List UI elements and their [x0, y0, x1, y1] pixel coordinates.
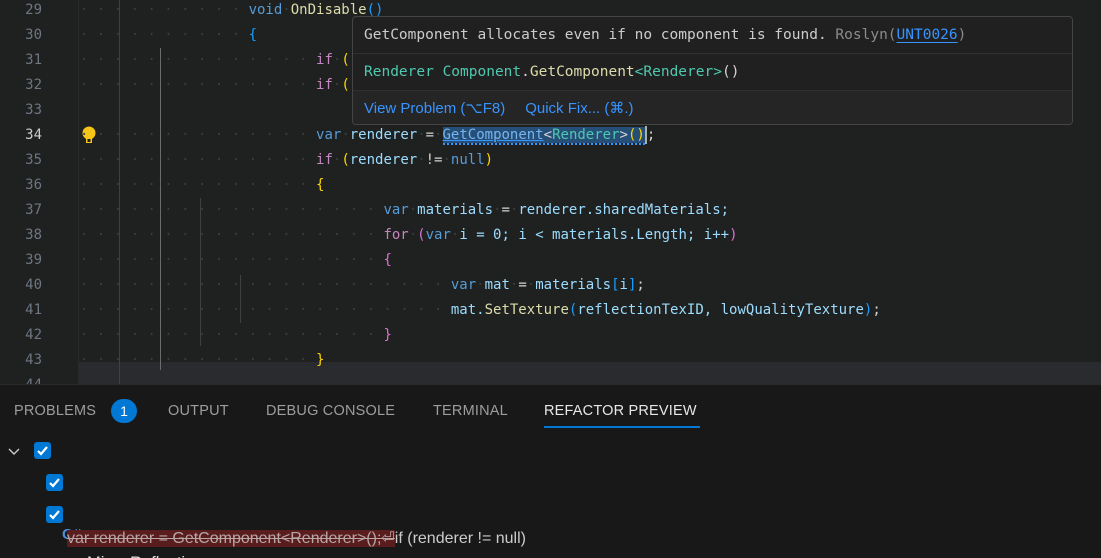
- line-number: 42: [25, 327, 42, 343]
- line-number: 37: [25, 202, 42, 218]
- code-line-36: · · · · · · · · · · · · · · {: [80, 177, 325, 193]
- hover-signature-row: Renderer Component.GetComponent<Renderer…: [353, 54, 1072, 91]
- signature-dot: .: [521, 64, 530, 80]
- tab-terminal[interactable]: TERMINAL: [433, 403, 508, 419]
- code-line-40: · · · · · · · · · · · · · · · · · · · · …: [80, 277, 645, 293]
- line-number: 38: [25, 227, 42, 243]
- refactor-edit-row[interactable]: if (renderer != nullTryGetComponent<Rend…: [0, 501, 1101, 529]
- code-line-29: · · · · · · · · · · void·OnDisable(): [80, 2, 384, 18]
- line-number: 35: [25, 152, 42, 168]
- diagnostic-message: GetComponent allocates even if no compon…: [364, 27, 827, 43]
- indent-guide: [119, 0, 120, 384]
- indent-guide: [240, 275, 241, 323]
- unchanged-text: if (renderer != null): [394, 530, 526, 547]
- line-number: 30: [25, 27, 42, 43]
- signature-class: Component: [442, 64, 522, 80]
- line-number: 32: [25, 77, 42, 93]
- chevron-down-icon[interactable]: [6, 437, 22, 465]
- tab-refactor-preview[interactable]: REFACTOR PREVIEW: [544, 385, 700, 429]
- diagnostic-hover-popup: GetComponent allocates even if no compon…: [352, 16, 1073, 125]
- tab-debug-console[interactable]: DEBUG CONSOLE: [266, 403, 396, 419]
- refactor-file-row[interactable]: C# MirrorReflection.cs Assets/3DGamekit/…: [0, 437, 1101, 558]
- code-line-34: · · · · · · · · · · · · · · var·renderer…: [80, 126, 656, 145]
- diagnostic-squiggle[interactable]: GetComponent<Renderer>(): [442, 127, 645, 145]
- indent-guide-active: [160, 48, 161, 370]
- line-number-active: 34: [25, 127, 42, 143]
- edit-checkbox[interactable]: [46, 506, 63, 523]
- signature-return-type: Renderer: [364, 64, 434, 80]
- line-number: 43: [25, 352, 42, 368]
- tab-problems[interactable]: PROBLEMS: [14, 403, 97, 419]
- indent-guide: [200, 198, 201, 346]
- bottom-panel: PROBLEMS 1 OUTPUT DEBUG CONSOLE TERMINAL…: [0, 384, 1101, 558]
- code-line-41: · · · · · · · · · · · · · · · · · · · · …: [80, 302, 881, 318]
- code-line-30: · · · · · · · · · · {: [80, 27, 258, 43]
- file-name: MirrorReflection.cs: [87, 549, 225, 558]
- current-line-highlight: [79, 362, 1101, 384]
- deleted-text: var renderer = GetComponent<Renderer>();…: [67, 530, 395, 547]
- code-editor[interactable]: 29 30 31 32 33 34 35 36 37 38 39 40 41 4…: [0, 0, 1101, 384]
- line-number: 39: [25, 252, 42, 268]
- code-line-42: · · · · · · · · · · · · · · · · · · }: [80, 327, 392, 343]
- line-number-gutter: 29 30 31 32 33 34 35 36 37 38 39 40 41 4…: [0, 0, 79, 384]
- signature-method: GetComponent: [529, 64, 635, 80]
- tab-output[interactable]: OUTPUT: [168, 403, 229, 419]
- line-number: 36: [25, 177, 42, 193]
- view-problem-link[interactable]: View Problem (⌥F8): [364, 100, 506, 117]
- text-cursor: [644, 126, 647, 144]
- panel-tabs: PROBLEMS 1 OUTPUT DEBUG CONSOLE TERMINAL…: [0, 385, 1101, 429]
- diagnostic-code-link[interactable]: UNT0026: [896, 27, 958, 43]
- hover-message-row: GetComponent allocates even if no compon…: [353, 17, 1072, 54]
- quick-fix-link[interactable]: Quick Fix... (⌘.): [525, 100, 634, 117]
- line-number: 44: [0, 373, 42, 384]
- line-number: 29: [25, 2, 42, 18]
- code-line-35: · · · · · · · · · · · · · · if·(renderer…: [80, 152, 494, 168]
- hover-actions-row: View Problem (⌥F8) Quick Fix... (⌘.): [353, 91, 1072, 124]
- problems-count-badge: 1: [111, 399, 137, 423]
- diagnostic-source-close: ): [957, 27, 967, 43]
- line-number: 33: [25, 102, 42, 118]
- code-line-38: · · · · · · · · · · · · · · · · · · for·…: [80, 227, 738, 243]
- edit-preview: var renderer = GetComponent<Renderer>();…: [67, 525, 526, 553]
- signature-generic: <Renderer>: [634, 64, 722, 80]
- code-line-39: · · · · · · · · · · · · · · · · · · {: [80, 252, 392, 268]
- edit-checkbox[interactable]: [46, 474, 63, 491]
- line-number: 40: [25, 277, 42, 293]
- line-number: 41: [25, 302, 42, 318]
- code-line-43: · · · · · · · · · · · · · · }: [80, 352, 325, 368]
- code-line-37: · · · · · · · · · · · · · · · · · · var·…: [80, 202, 730, 218]
- line-number: 31: [25, 52, 42, 68]
- lightbulb-icon[interactable]: [82, 126, 96, 146]
- refactor-edit-row[interactable]: var renderer = GetComponent<Renderer>();…: [0, 469, 1101, 547]
- file-checkbox[interactable]: [34, 442, 51, 459]
- diagnostic-source: Roslyn(: [835, 27, 897, 43]
- signature-parens: (): [721, 64, 740, 80]
